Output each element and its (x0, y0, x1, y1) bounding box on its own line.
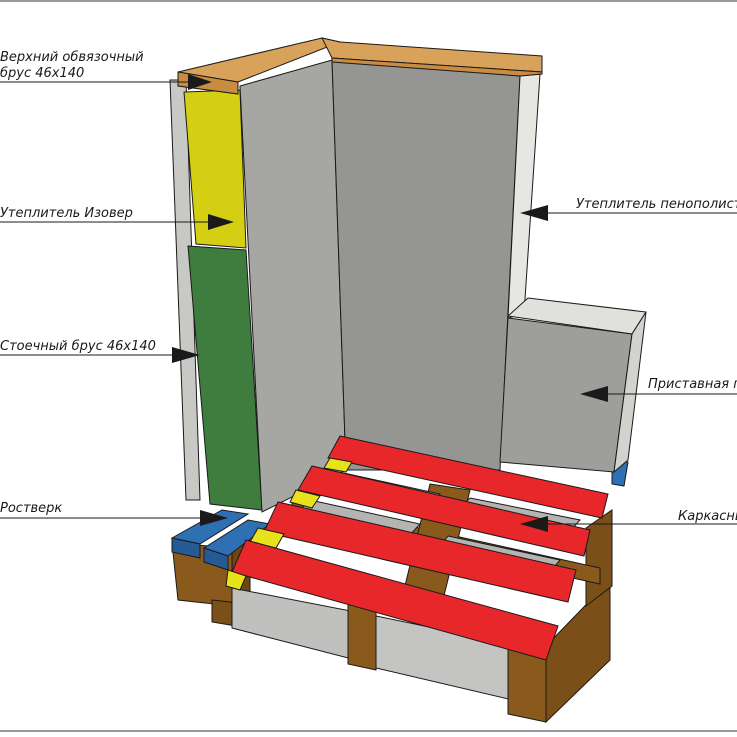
label-stud: Стоечный брус 46х140 (0, 339, 156, 354)
label-grillage: Ростверк (0, 501, 62, 516)
attached-panel (499, 297, 647, 474)
base-middle-post (347, 603, 377, 671)
label-top-plate-line1: Верхний обвязочный (0, 50, 144, 65)
back-wall-panel (331, 59, 521, 471)
label-attached: Приставная п (648, 377, 737, 392)
attached-panel-face (499, 317, 633, 473)
frame-board-4 (231, 539, 559, 661)
arrow-insulation-izover (208, 214, 234, 230)
arrow-frame (520, 516, 548, 532)
label-insulation-foam: Утеплитель пенополист (576, 197, 737, 212)
floor-frame-boards (225, 435, 609, 661)
label-top-plate-line2: брус 46х140 (0, 66, 84, 81)
label-frame: Каркасны (678, 509, 737, 524)
arrow-insulation-foam (520, 205, 548, 221)
arrow-grillage (200, 510, 228, 526)
top-plate-back (321, 37, 543, 73)
left-wall (169, 37, 347, 513)
arrow-attached (580, 386, 608, 402)
label-insulation-izover: Утеплитель Изовер (0, 206, 133, 221)
callouts: Верхний обвязочный брус 46х140 Утеплител… (0, 50, 737, 532)
frame-board-2 (297, 465, 591, 557)
arrow-stud (172, 347, 200, 363)
frame-board-1 (327, 435, 609, 519)
frame-board-3 (263, 501, 577, 603)
back-wall (321, 37, 543, 471)
arrow-top-plate (188, 74, 212, 90)
